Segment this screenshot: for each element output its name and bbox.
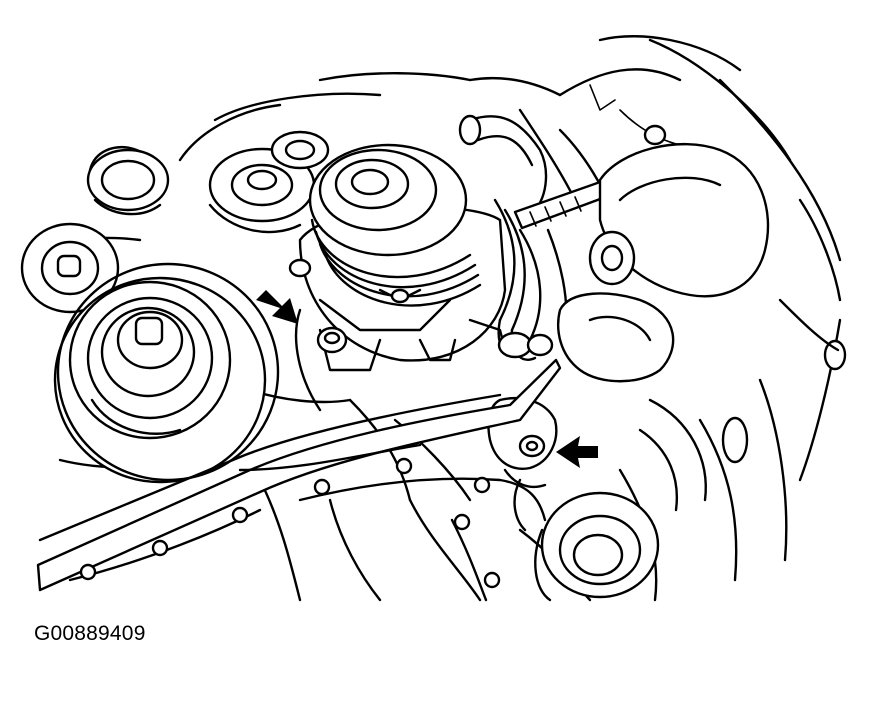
- hoses-and-wiring: [458, 114, 568, 361]
- right-bracket: [557, 124, 770, 383]
- figure-caption: G00889409: [34, 622, 146, 645]
- engine-background-outline: [36, 35, 842, 602]
- crankshaft-pulley: [53, 262, 280, 484]
- ac-compressor: [288, 143, 507, 372]
- lower-right-assembly: [534, 298, 847, 602]
- idler-pulleys: [20, 130, 330, 314]
- lower-bolt-bracket: [487, 397, 558, 489]
- arrow-icon: [256, 290, 298, 324]
- engine-diagram: [20, 35, 847, 602]
- flange-bolts: [79, 457, 501, 589]
- oil-pan-flange: [36, 358, 562, 602]
- arrow-icon: [556, 436, 598, 468]
